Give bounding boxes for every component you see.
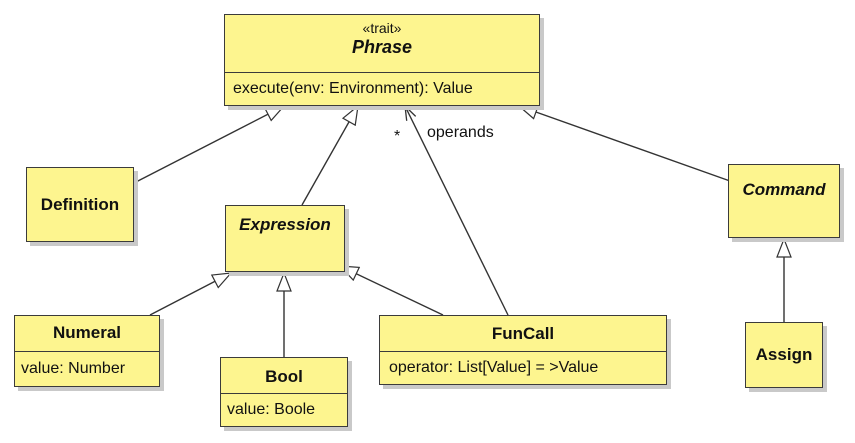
attribute-compartment: value: Number (15, 351, 159, 386)
class-command[interactable]: Command (728, 164, 840, 238)
class-name: Definition (40, 195, 120, 214)
class-numeral[interactable]: Numeral value: Number (14, 315, 160, 387)
class-numeral-header: Numeral (15, 316, 159, 351)
class-name: Assign (755, 345, 813, 364)
operation-execute: execute(env: Environment): Value (233, 80, 473, 97)
association-role-label: operands (427, 124, 494, 141)
generalization-funcall-expression (340, 266, 444, 316)
class-expression-header: Expression (226, 206, 344, 235)
association-funcall-phrase-operands (405, 106, 509, 316)
attribute-value: value: Boole (227, 401, 316, 418)
attribute-compartment: value: Boole (221, 393, 347, 426)
class-name: Phrase (351, 37, 413, 57)
class-definition[interactable]: Definition (26, 167, 134, 242)
attribute-operator: operator: List[Value] = >Value (389, 359, 599, 376)
class-name: Bool (265, 367, 303, 386)
operation-compartment: execute(env: Environment): Value (225, 72, 539, 106)
class-funcall[interactable]: FunCall operator: List[Value] = >Value (379, 315, 667, 385)
class-assign-header: Assign (746, 323, 822, 388)
class-definition-header: Definition (27, 168, 133, 242)
class-phrase[interactable]: «trait» Phrase execute(env: Environment)… (224, 14, 540, 106)
attribute-value: value: Number (21, 360, 126, 377)
generalization-definition-phrase (133, 106, 284, 184)
class-funcall-header: FunCall (380, 316, 666, 351)
class-phrase-header: «trait» Phrase (225, 15, 539, 72)
class-name: Numeral (52, 323, 122, 342)
class-name: FunCall (491, 324, 555, 343)
generalization-expression-phrase (301, 106, 358, 206)
attribute-compartment: operator: List[Value] = >Value (380, 351, 666, 384)
class-name: Command (742, 180, 826, 199)
class-assign[interactable]: Assign (745, 322, 823, 388)
association-multiplicity: * (394, 128, 401, 145)
class-name: Expression (239, 215, 331, 234)
class-command-header: Command (729, 165, 839, 200)
class-bool[interactable]: Bool value: Boole (220, 357, 348, 427)
class-bool-header: Bool (221, 358, 347, 393)
generalization-numeral-expression (149, 273, 231, 316)
generalization-command-phrase (519, 106, 731, 182)
stereotype-label: «trait» (362, 20, 402, 36)
class-expression[interactable]: Expression (225, 205, 345, 272)
